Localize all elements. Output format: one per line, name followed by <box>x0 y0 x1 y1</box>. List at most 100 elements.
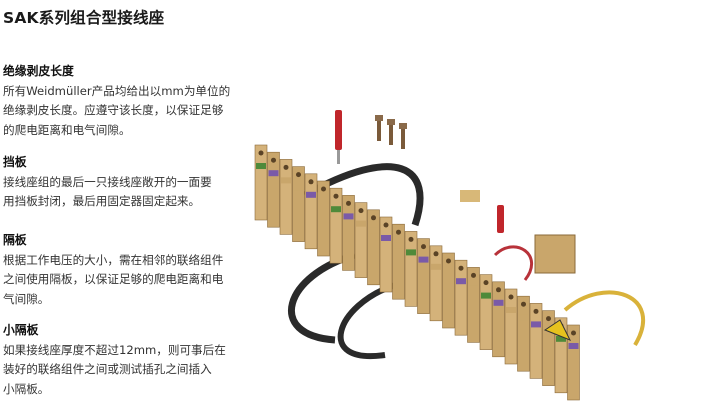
screw-hole <box>383 222 389 228</box>
terminal-block <box>492 281 505 358</box>
terminal-marker <box>268 170 279 177</box>
screw-hole <box>358 208 364 214</box>
section-heading: 挡板 <box>3 155 27 169</box>
terminal-block <box>529 303 543 379</box>
terminal-marker <box>256 163 266 169</box>
screws <box>375 115 407 149</box>
section-stripping-length: 绝缘剥皮长度 所有Weidmüller产品均给出以mm为单位的 绝缘剥皮长度。应… <box>3 62 243 140</box>
screw-hole <box>333 193 339 199</box>
screw-hole <box>483 280 489 286</box>
terminal-block <box>442 252 455 329</box>
terminal-marker <box>331 206 341 213</box>
terminal-block <box>404 231 418 307</box>
section-end-plate: 挡板 接线座组的最后一只接线座敞开的一面要 用挡板封闭，最后用固定器固定起来。 <box>3 153 243 212</box>
terminal-marker <box>281 177 291 184</box>
terminal-marker <box>343 213 354 220</box>
cable-group <box>288 163 645 360</box>
terminal-marker <box>368 227 379 234</box>
terminal-block <box>392 223 405 300</box>
screw-hole <box>571 330 576 336</box>
section-text-line: 的爬电距离和电气间隙。 <box>3 122 131 137</box>
screw-hole <box>458 265 464 271</box>
section-text-line: 之间使用隔板，以保证足够的爬电距离和电 <box>3 272 224 287</box>
terminal-marker <box>443 271 454 277</box>
screw-hole <box>421 244 426 250</box>
terminal-marker <box>381 235 391 241</box>
screw-hole <box>283 164 289 170</box>
terminal-marker <box>456 278 466 285</box>
terminal-block <box>267 151 280 228</box>
section-text-line: 接线座组的最后一只接线座敞开的一面要 <box>3 174 212 189</box>
screw-hole <box>371 215 376 221</box>
terminal-marker <box>493 299 504 306</box>
terminal-block <box>254 144 268 221</box>
terminal-block <box>479 274 493 350</box>
terminal-marker <box>556 335 566 342</box>
screw-hole <box>533 308 539 314</box>
terminal-block <box>504 288 518 365</box>
terminal-marker <box>481 292 491 299</box>
terminal-marker <box>393 242 404 249</box>
terminal-block <box>279 159 293 235</box>
terminal-block <box>429 245 443 322</box>
section-text-line: 所有Weidmüller产品均给出以mm为单位的 <box>3 83 231 98</box>
terminal-marker <box>431 263 441 270</box>
screw-hole <box>271 157 276 163</box>
test-plug-red <box>335 110 342 164</box>
section-text-line: 根据工作电压的大小，需在相邻的联络组件 <box>3 252 224 267</box>
section-text-line: 绝缘剥皮长度。应遵守该长度，以保证足够 <box>3 103 224 118</box>
screw-hole <box>546 316 551 322</box>
section-heading: 小隔板 <box>3 323 39 337</box>
terminal-block <box>379 216 393 293</box>
screw-hole <box>496 287 501 293</box>
terminal-block <box>304 173 318 250</box>
section-text-line: 小隔板。 <box>3 381 50 396</box>
screw-hole <box>396 229 401 235</box>
terminal-marker <box>468 285 479 292</box>
screw-hole <box>321 186 326 192</box>
terminal-marker <box>318 199 329 205</box>
screw-hole <box>471 272 476 278</box>
terminal-block <box>317 180 330 257</box>
terminal-block <box>354 202 368 278</box>
terminal-block <box>454 259 468 336</box>
section-heading: 绝缘剥皮长度 <box>3 64 74 78</box>
terminal-marker <box>506 307 516 313</box>
terminal-block <box>342 195 355 271</box>
section-partition-plate: 隔板 根据工作电压的大小，需在相邻的联络组件 之间使用隔板，以保证足够的爬电距离… <box>3 231 243 309</box>
screw-hole <box>296 172 301 178</box>
terminal-marker <box>531 321 541 328</box>
terminal-block <box>417 238 430 314</box>
section-text-line: 装好的联络组件之间或测试插孔之间插入 <box>3 362 212 377</box>
screw-hole <box>308 179 314 185</box>
screw-hole <box>521 301 526 307</box>
terminal-block <box>567 324 580 401</box>
terminal-block <box>467 267 480 343</box>
screw-hole <box>346 200 351 206</box>
terminal-marker <box>293 184 304 191</box>
terminal-block <box>292 166 305 242</box>
terminal-marker <box>306 191 316 198</box>
screw-hole <box>508 294 514 300</box>
terminal-block <box>329 187 343 264</box>
terminal-marker <box>406 249 416 256</box>
terminal-marker <box>518 314 529 321</box>
screw-hole <box>408 236 414 242</box>
test-plug-small <box>460 190 576 274</box>
terminal-block <box>367 209 380 286</box>
section-text-line: 如果接线座厚度不超过12mm，则可事后在 <box>3 342 226 357</box>
section-text-line: 用挡板封闭，最后用固定器固定起来。 <box>3 194 201 209</box>
terminal-block-assembly-photo <box>254 110 645 401</box>
page-title: SAK系列组合型接线座 <box>3 9 165 27</box>
screw-hole <box>446 258 451 264</box>
terminal-marker <box>356 220 366 227</box>
terminal-marker <box>418 256 429 263</box>
terminal-block <box>542 310 555 386</box>
section-text-line: 气间隙。 <box>3 291 50 306</box>
section-heading: 隔板 <box>3 233 27 247</box>
terminal-block <box>517 295 530 372</box>
screw-hole <box>433 251 439 257</box>
warning-label <box>543 319 572 341</box>
screw-hole <box>258 150 264 156</box>
terminal-marker <box>568 343 579 349</box>
